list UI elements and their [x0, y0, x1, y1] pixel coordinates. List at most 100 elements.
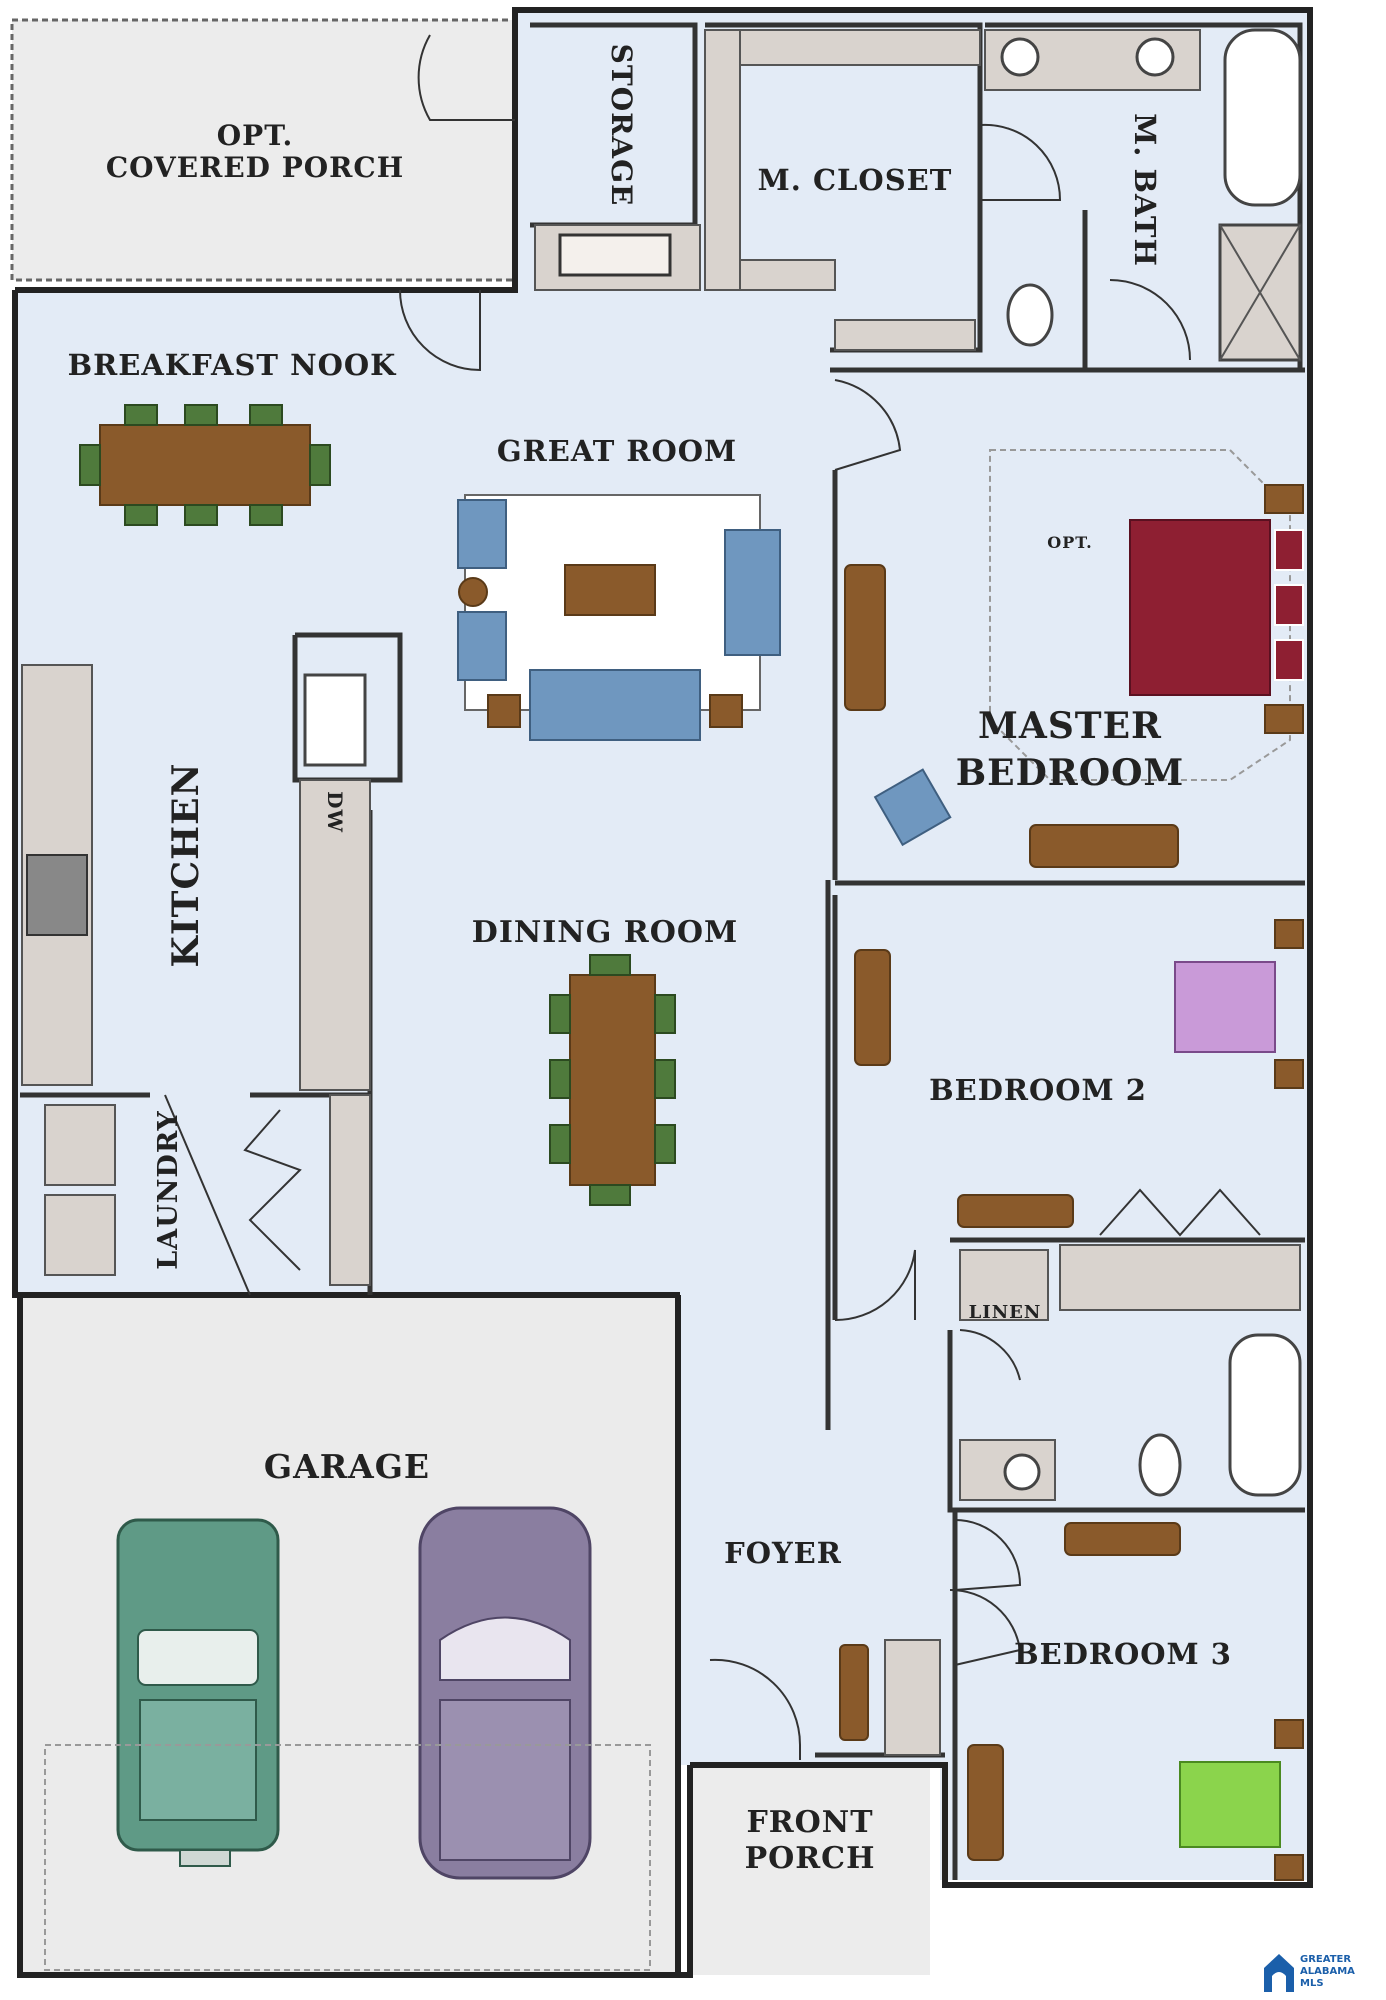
label-laundry: LAUNDRY: [153, 1110, 184, 1269]
nightstand: [1264, 484, 1304, 514]
label-linen: LINEN: [969, 1302, 1042, 1323]
nightstand: [1274, 1719, 1304, 1749]
chair-icon: [184, 404, 218, 426]
exterior-wall-left: [12, 290, 693, 1978]
door-swing: [979, 123, 1062, 201]
pillow: [1274, 584, 1304, 626]
island-counter: [299, 779, 371, 1091]
dryer-icon: [44, 1194, 116, 1276]
label-garage: GARAGE: [264, 1447, 430, 1486]
closet-shelf: [1059, 1244, 1301, 1311]
chair-icon: [124, 504, 158, 526]
pillow: [1274, 529, 1304, 571]
label-covered-porch: COVERED PORCH: [106, 151, 404, 184]
linen-closet: [959, 1249, 1049, 1321]
coat-closet: [884, 1639, 941, 1756]
fireplace-inner: [558, 233, 672, 277]
armchair-icon: [457, 499, 507, 569]
chair-icon: [79, 444, 101, 486]
sofa-icon: [724, 529, 781, 656]
sink-icon: [1135, 37, 1175, 77]
door-swing: [1109, 279, 1191, 361]
label-master-bedroom: BEDROOM: [956, 752, 1185, 794]
door-swing: [949, 1588, 1022, 1666]
label-bedroom-3: BEDROOM 3: [1014, 1637, 1232, 1671]
bench: [839, 1644, 869, 1741]
label-master: MASTER: [978, 705, 1162, 747]
optional-bay: [989, 449, 1291, 781]
bed-icon: [1179, 1761, 1281, 1848]
bed-icon: [1174, 961, 1276, 1053]
car-right-icon: [418, 1506, 592, 1880]
logo-line-3: MLS: [1300, 1978, 1324, 1989]
label-front: FRONT: [746, 1805, 873, 1840]
nightstand: [1274, 919, 1304, 949]
house-logo-icon: [1264, 1954, 1294, 1992]
dresser: [1064, 1522, 1181, 1556]
chair-icon: [549, 994, 571, 1034]
door-swing: [954, 1519, 1022, 1591]
car-left-icon: [116, 1518, 280, 1867]
dresser: [967, 1744, 1004, 1861]
chair-icon: [549, 1059, 571, 1099]
sink-icon: [303, 673, 367, 767]
label-m-closet: M. CLOSET: [758, 163, 953, 197]
closet-shelf: [739, 259, 836, 291]
dresser: [854, 949, 891, 1066]
coffee-table: [564, 564, 656, 616]
logo-line-1: GREATER: [1300, 1954, 1352, 1965]
door-swing: [959, 1329, 1021, 1381]
chair-icon: [249, 504, 283, 526]
shower-drain: [1219, 224, 1301, 361]
label-covered-porch-opt: OPT.: [217, 119, 293, 152]
toilet-icon: [1138, 1433, 1182, 1497]
label-foyer: FOYER: [724, 1536, 842, 1570]
door-swing: [834, 379, 902, 471]
chair-icon: [654, 1124, 676, 1164]
chair-icon: [184, 504, 218, 526]
chair-icon: [589, 1184, 631, 1206]
chair-icon: [549, 1124, 571, 1164]
side-table: [458, 577, 488, 607]
bifold-door: [1099, 1188, 1261, 1237]
dresser: [1029, 824, 1179, 868]
label-dining-room: DINING ROOM: [472, 915, 738, 950]
label-storage: STORAGE: [605, 44, 638, 207]
dresser: [957, 1194, 1074, 1228]
door-swing: [164, 1094, 251, 1296]
pantry-shelf: [329, 1094, 371, 1286]
covered-porch-area: [10, 18, 519, 282]
nightstand: [1264, 704, 1304, 734]
closet-shelf: [704, 29, 981, 66]
label-m-bath: M. BATH: [1128, 113, 1162, 267]
nightstand: [1274, 1059, 1304, 1089]
dresser: [844, 564, 886, 711]
door-swing: [834, 1249, 916, 1322]
door-swing: [417, 34, 515, 121]
front-porch-area: [690, 1765, 930, 1975]
closet-shelf: [704, 29, 741, 291]
stove-icon: [26, 854, 88, 936]
door-swing: [399, 289, 481, 372]
logo-line-2: ALABAMA: [1300, 1966, 1355, 1977]
end-table: [709, 694, 743, 728]
washer-icon: [44, 1104, 116, 1186]
armchair-icon: [457, 611, 507, 681]
closet-shelf: [834, 319, 976, 351]
wall-kitchen-island: [292, 632, 403, 783]
sofa-icon: [529, 669, 701, 741]
chair-icon: [589, 954, 631, 976]
bathtub-icon: [1223, 28, 1302, 207]
wall-bath2: [947, 1330, 1305, 1513]
garage-door: [44, 1744, 651, 1971]
toilet-icon: [1006, 283, 1054, 347]
nightstand: [1274, 1854, 1304, 1881]
end-table: [487, 694, 521, 728]
chair-icon: [124, 404, 158, 426]
chair-icon: [654, 994, 676, 1034]
label-breakfast-nook: BREAKFAST NOOK: [68, 348, 397, 382]
sink-icon: [1000, 37, 1040, 77]
label-bedroom-2: BEDROOM 2: [929, 1073, 1147, 1107]
dining-table: [569, 974, 656, 1186]
